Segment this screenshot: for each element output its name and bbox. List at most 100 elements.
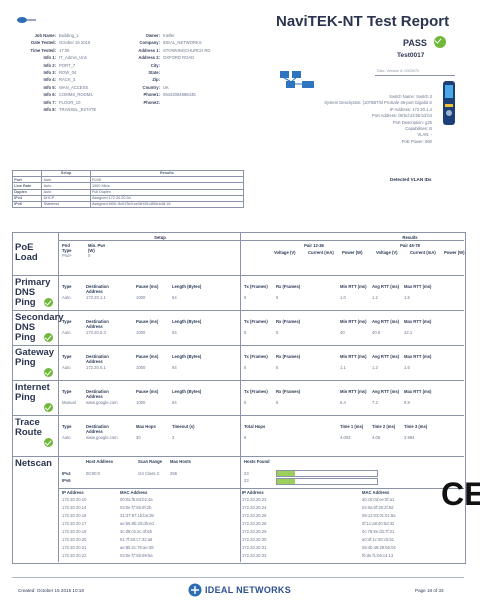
host-list-cell: 51:7f:63:c7:32:a6 bbox=[120, 537, 153, 542]
poe-setup-r1c2: (W) bbox=[88, 248, 95, 253]
section-value: 8.8 bbox=[404, 400, 410, 405]
host-list-cell: 31:37:87:1b:ba:39 bbox=[120, 513, 154, 518]
job-info-value: PORT_7 bbox=[59, 62, 76, 68]
section-col-header: Rx (Frames) bbox=[276, 389, 301, 394]
host-list-header: MAC Address bbox=[120, 490, 148, 495]
section-value: 1.2 bbox=[372, 295, 378, 300]
section-divider bbox=[12, 415, 464, 416]
host-list-cell: 00:0a:f5:83:b2:4a bbox=[120, 497, 153, 502]
netscan-setup-value: 23 bbox=[244, 478, 249, 483]
test-name: Test0017 bbox=[397, 52, 425, 59]
section-value: 172.20.5.3 bbox=[86, 330, 106, 335]
label-column-divider bbox=[58, 232, 59, 562]
section-label: Gateway Ping bbox=[15, 347, 55, 368]
switch-info-line: System Description: (1075BT/sl ProSafe 4… bbox=[324, 100, 432, 106]
switch-info-line: PoE Power: 560 bbox=[401, 138, 432, 144]
host-list-cell: 172.20.20.24 bbox=[242, 505, 267, 510]
owner-info-label: Country: bbox=[142, 84, 160, 90]
serial-underline bbox=[375, 75, 455, 76]
section-col-header: Length (Bytes) bbox=[172, 389, 202, 394]
section-col-header: Time 2 (ms) bbox=[372, 424, 396, 429]
section-value: 1000 bbox=[136, 365, 146, 370]
owner-info-row: Zip: bbox=[118, 77, 210, 82]
header-row-divider bbox=[58, 240, 464, 241]
section-col-header: Length (Bytes) bbox=[172, 284, 202, 289]
section-col-header: Avg RTT (ms) bbox=[372, 354, 400, 359]
link-table-cell: Assigned fd00::5c0:f3b3:ce08:f26:d85b:b4… bbox=[89, 200, 245, 209]
job-info-value: FLOOR_10 bbox=[59, 99, 81, 105]
section-value: Auto bbox=[62, 435, 71, 440]
section-value: 5 bbox=[244, 365, 247, 370]
page-number: Page 18 of 33 bbox=[415, 588, 444, 593]
section-value: 5 bbox=[244, 400, 247, 405]
section-label: Trace Route bbox=[15, 417, 42, 438]
job-info-label: Info 7: bbox=[43, 99, 56, 105]
host-list-cell: 172.20.20.26 bbox=[242, 513, 267, 518]
owner-info-row: Address 2:OXFORD ROAD bbox=[118, 55, 210, 60]
pass-check-icon bbox=[44, 403, 53, 412]
section-value: 7.2 bbox=[372, 400, 378, 405]
switch-info-line: IP Address: 172.20.1.4 bbox=[389, 106, 432, 112]
section-value: 172.20.0.1 bbox=[86, 365, 106, 370]
section-label: Internet Ping bbox=[15, 382, 50, 403]
section-value: 4.05 bbox=[372, 435, 381, 440]
section-col-header: Tx (Frames) bbox=[244, 354, 268, 359]
section-divider bbox=[12, 310, 464, 311]
section-col-header: Max RTT (ms) bbox=[404, 319, 432, 324]
host-list-cell: 172.20.20.14 bbox=[62, 505, 87, 510]
job-info-label: Date Tested: bbox=[31, 40, 56, 46]
netscan-setup-value: 23 bbox=[244, 471, 249, 476]
job-info-value: ROW_04 bbox=[59, 69, 77, 75]
section-value: 42.1 bbox=[404, 330, 413, 335]
host-list-cell: 08:4b:48:29:65:04 bbox=[362, 545, 396, 550]
tester-device-icon bbox=[440, 80, 458, 126]
section-value: 5 bbox=[276, 330, 279, 335]
section-col-header: Destination Address bbox=[86, 354, 109, 364]
owner-info-row: Phone2: bbox=[118, 100, 210, 105]
section-col-header: Type bbox=[62, 284, 72, 289]
section-col-header: Tx (Frames) bbox=[244, 319, 268, 324]
section-col-header: Avg RTT (ms) bbox=[372, 389, 400, 394]
job-info-row: Info 7:FLOOR_10 bbox=[8, 100, 96, 105]
netscan-setup-value: /24 Class C bbox=[138, 471, 160, 476]
netscan-setup-value: 00:00:0 bbox=[86, 471, 100, 476]
section-col-header: Min RTT (ms) bbox=[340, 389, 367, 394]
section-value: 1.0 bbox=[340, 295, 346, 300]
vlan-ids-title: Detected VLAN IDs bbox=[390, 177, 432, 182]
job-info-value: WAN_ACCESS bbox=[59, 84, 89, 90]
link-table-cell: IPv6 bbox=[11, 200, 43, 209]
section-col-header: Pause (ms) bbox=[136, 284, 159, 289]
host-list-cell: 172.20.20.19 bbox=[62, 529, 87, 534]
section-label: Secondary DNS Ping bbox=[15, 312, 64, 343]
host-list-cell: 172.20.20.31 bbox=[242, 545, 267, 550]
section-value: 1000 bbox=[136, 295, 146, 300]
section-divider bbox=[12, 275, 464, 276]
section-col-header: Destination Address bbox=[86, 389, 109, 399]
serial-number: Disc: Version #: 0003970 bbox=[377, 69, 420, 73]
owner-info-value: Kieller bbox=[163, 33, 175, 38]
setup-header: Setup bbox=[154, 235, 166, 240]
section-col-header: Max RTT (ms) bbox=[404, 284, 432, 289]
section-value: www.google.com bbox=[86, 400, 118, 405]
host-list-cell: 172.20.20.30 bbox=[242, 537, 267, 542]
poe-setup-h2: Min. Pwr bbox=[88, 243, 106, 248]
host-list-cell: a0:4f:1c:93:c5:b1 bbox=[362, 537, 395, 542]
results-header: Results bbox=[402, 235, 418, 240]
owner-info-value: UK bbox=[163, 84, 169, 90]
owner-info-row: State: bbox=[118, 70, 210, 75]
host-list-cell: 172.20.20.28 bbox=[242, 521, 267, 526]
owner-info-label: Phone1: bbox=[143, 92, 160, 98]
owner-info-row: Owner:Kieller bbox=[118, 33, 210, 38]
section-col-header: Rx (Frames) bbox=[276, 319, 301, 324]
section-value: 1000 bbox=[136, 400, 146, 405]
section-col-header: Time 1 (ms) bbox=[340, 424, 364, 429]
netscan-setup-value: 256 bbox=[170, 471, 177, 476]
section-value: 1.2 bbox=[372, 365, 378, 370]
section-col-header: Tx (Frames) bbox=[244, 389, 268, 394]
section-value: 64 bbox=[172, 330, 177, 335]
section-col-header: Type bbox=[62, 319, 72, 324]
section-col-header: Time 3 (ms) bbox=[404, 424, 428, 429]
host-list-cell: 172.20.20.17 bbox=[62, 521, 87, 526]
job-info-row: Job Name:Building_1 bbox=[8, 33, 96, 38]
